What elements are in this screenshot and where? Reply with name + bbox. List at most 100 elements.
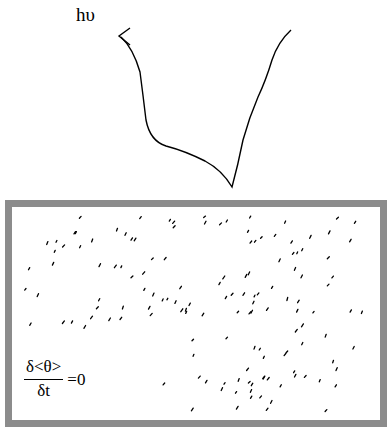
particle xyxy=(134,238,136,241)
particle xyxy=(181,309,183,312)
particle xyxy=(25,289,26,291)
particle xyxy=(336,368,337,371)
particle xyxy=(292,253,294,255)
particle xyxy=(272,286,273,288)
particle xyxy=(249,312,251,314)
particle xyxy=(291,241,293,243)
particle xyxy=(238,379,239,382)
particle xyxy=(332,276,334,278)
particle xyxy=(248,382,250,384)
particle xyxy=(250,390,251,393)
particle xyxy=(206,380,208,383)
particle xyxy=(310,235,311,238)
particle xyxy=(164,258,166,260)
particle xyxy=(74,232,76,234)
particle xyxy=(63,245,65,247)
particle xyxy=(109,318,111,321)
particle xyxy=(253,295,255,297)
particle xyxy=(325,410,327,412)
particle xyxy=(248,272,249,275)
particle xyxy=(297,309,298,312)
particle xyxy=(140,217,142,219)
particle xyxy=(325,334,326,337)
particle xyxy=(236,406,238,409)
particle xyxy=(79,216,81,218)
particle xyxy=(279,259,280,262)
particle xyxy=(236,392,237,394)
particle xyxy=(202,313,204,316)
particle xyxy=(219,282,220,284)
particle xyxy=(173,221,175,223)
particle xyxy=(243,293,245,296)
particle xyxy=(350,239,352,242)
fraction: δ<θ>δt xyxy=(24,357,63,401)
particle xyxy=(267,378,269,380)
particle xyxy=(294,371,295,373)
particle xyxy=(120,266,122,268)
particle xyxy=(185,308,186,311)
equation-rhs: =0 xyxy=(67,370,85,390)
photon-label: hυ xyxy=(76,4,95,26)
particle xyxy=(99,299,100,301)
particle xyxy=(30,323,31,325)
particle xyxy=(245,274,247,277)
particle xyxy=(185,311,187,313)
particle xyxy=(162,299,164,301)
particle xyxy=(250,241,252,243)
particle xyxy=(96,307,98,309)
particle xyxy=(286,298,288,301)
particle xyxy=(192,354,194,356)
particle xyxy=(122,306,124,309)
particle xyxy=(250,216,251,218)
particle xyxy=(251,396,252,398)
particle xyxy=(295,374,296,377)
particle xyxy=(267,308,269,311)
particle xyxy=(298,300,300,303)
particle xyxy=(251,383,253,386)
particle xyxy=(302,249,303,251)
particle xyxy=(271,401,272,404)
particle xyxy=(204,216,206,218)
particle xyxy=(280,385,281,387)
particle xyxy=(263,356,264,358)
particle xyxy=(189,303,190,305)
particle xyxy=(354,221,355,223)
particle xyxy=(274,234,276,236)
particle xyxy=(253,301,254,304)
particle xyxy=(173,226,175,228)
particle xyxy=(285,221,286,223)
particle xyxy=(263,376,265,378)
particle xyxy=(221,388,222,391)
particle xyxy=(302,324,304,327)
particle xyxy=(180,286,182,288)
particle xyxy=(327,257,329,259)
particle xyxy=(327,284,329,286)
particle xyxy=(166,298,168,300)
arrow-head xyxy=(119,28,130,45)
particle xyxy=(255,240,256,242)
particle xyxy=(192,339,194,341)
particle xyxy=(117,228,118,231)
particle xyxy=(353,347,354,350)
particle xyxy=(191,408,193,411)
particle xyxy=(225,296,226,298)
particle xyxy=(62,321,64,324)
particle xyxy=(319,380,321,382)
particle xyxy=(254,346,255,349)
particle xyxy=(150,313,152,315)
particle xyxy=(223,276,225,279)
particle xyxy=(29,268,30,270)
particle xyxy=(220,223,222,225)
particle xyxy=(47,242,48,245)
particle xyxy=(153,293,154,296)
particle xyxy=(284,354,286,356)
particle xyxy=(302,343,303,345)
particle xyxy=(313,311,314,313)
particle xyxy=(91,316,93,319)
particle xyxy=(131,238,133,240)
particle xyxy=(37,294,38,297)
particle xyxy=(226,337,228,339)
particle xyxy=(260,396,262,398)
particle xyxy=(92,239,93,242)
particle xyxy=(120,317,122,319)
